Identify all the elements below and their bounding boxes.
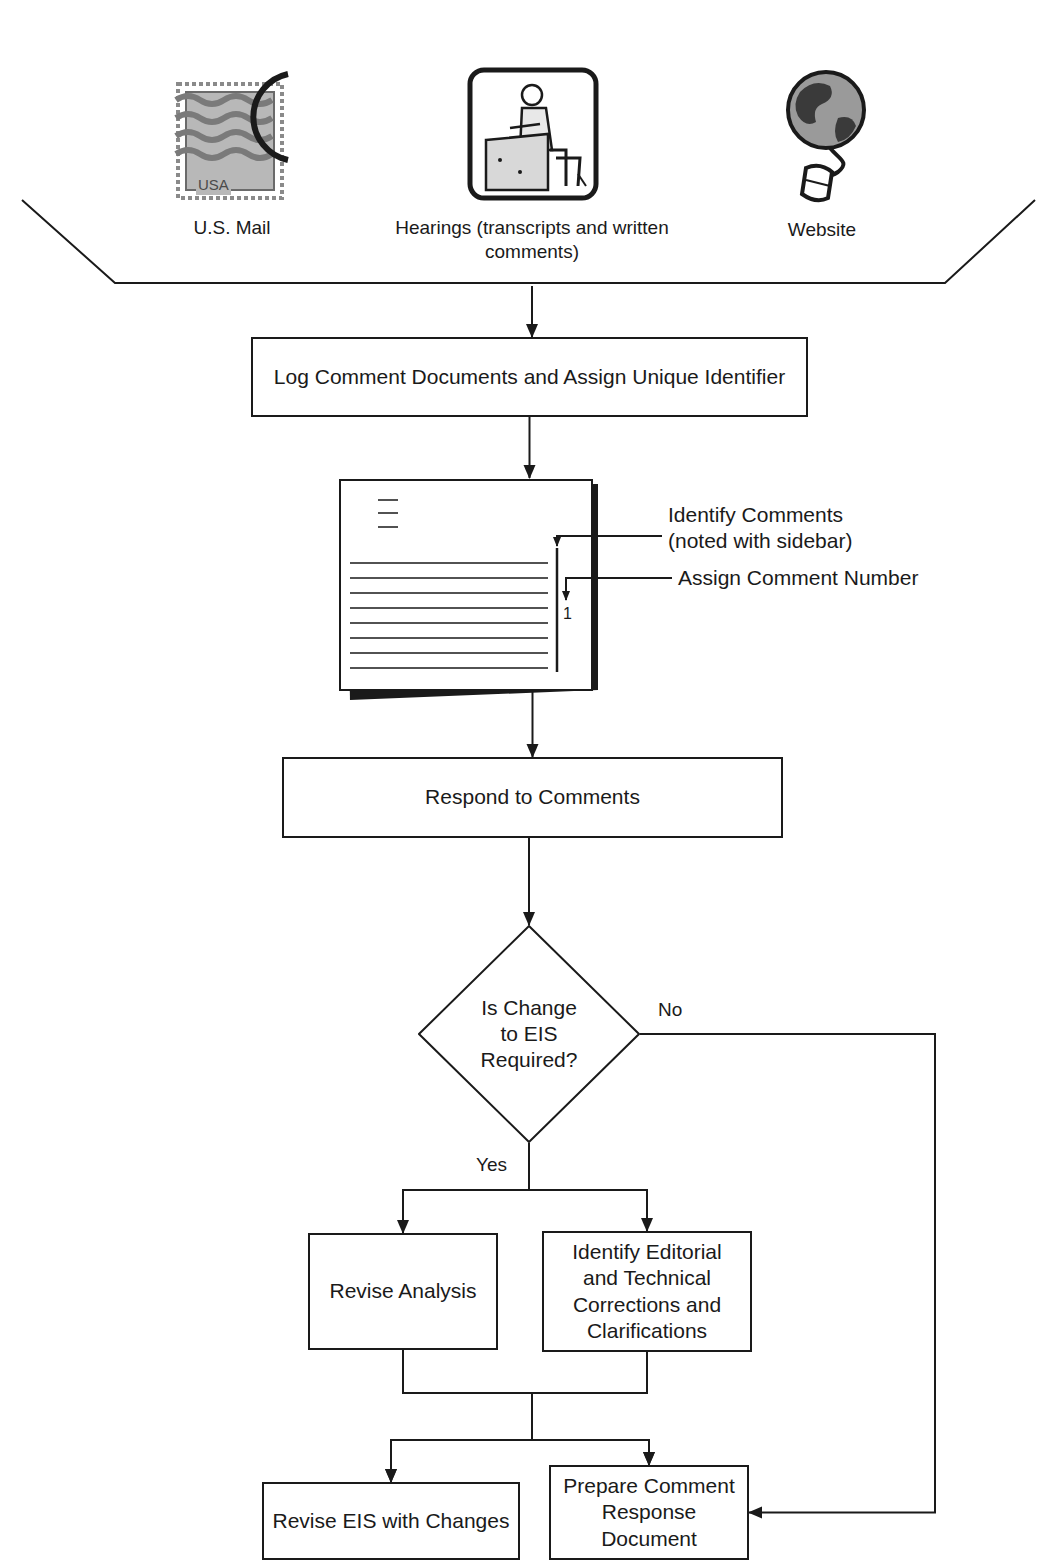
stamp-text: USA: [196, 176, 231, 195]
node-text: Revise Analysis: [329, 1278, 476, 1304]
process-box: Respond to Comments: [282, 757, 783, 838]
flow-arrow: [391, 1352, 647, 1482]
edge-label: No: [656, 998, 684, 1022]
leader-line: [566, 578, 672, 600]
input-tray: [22, 200, 1035, 283]
leader-line: [557, 536, 662, 546]
hearing-icon: [470, 70, 596, 198]
node-text: Identify Editorial and Technical Correct…: [552, 1239, 742, 1344]
process-box: Prepare Comment Response Document: [549, 1465, 749, 1560]
source-label: Website: [752, 218, 892, 242]
flow-arrow: [531, 286, 533, 337]
decision-diamond: Is Change to EIS Required?: [418, 925, 640, 1143]
flow-arrow: [529, 417, 531, 478]
process-box: Revise Analysis: [308, 1233, 498, 1350]
callout-label: Identify Comments (noted with sidebar): [668, 502, 908, 555]
node-text: Respond to Comments: [425, 784, 640, 810]
flow-arrow: [528, 838, 530, 925]
flow-arrow: [403, 1143, 529, 1233]
flow-arrow: [532, 692, 534, 757]
node-text: Is Change to EIS Required?: [473, 995, 585, 1074]
flow-arrow: [391, 1350, 532, 1482]
document-node: 1: [340, 478, 596, 696]
comment-number: 1: [563, 604, 572, 624]
stamp-icon: [176, 74, 288, 198]
edge-label: Yes: [474, 1153, 509, 1177]
flow-arrow: [529, 1143, 647, 1231]
source-label: Hearings (transcripts and written commen…: [352, 216, 712, 264]
flow-arrow: [532, 1352, 649, 1465]
process-box: Identify Editorial and Technical Correct…: [542, 1231, 752, 1352]
process-box: Log Comment Documents and Assign Unique …: [251, 337, 808, 417]
source-label: U.S. Mail: [162, 216, 302, 240]
callout-label: Assign Comment Number: [678, 565, 918, 591]
input-sources: U.S. Mail Hearings (transcripts and writt…: [0, 60, 1058, 286]
node-text: Prepare Comment Response Document: [559, 1473, 739, 1552]
document-icon: [340, 480, 598, 700]
website-icon: [788, 72, 864, 200]
node-text: Log Comment Documents and Assign Unique …: [274, 364, 785, 390]
node-text: Revise EIS with Changes: [273, 1508, 510, 1534]
flow-arrow: [403, 1350, 649, 1465]
process-box: Revise EIS with Changes: [262, 1482, 520, 1560]
